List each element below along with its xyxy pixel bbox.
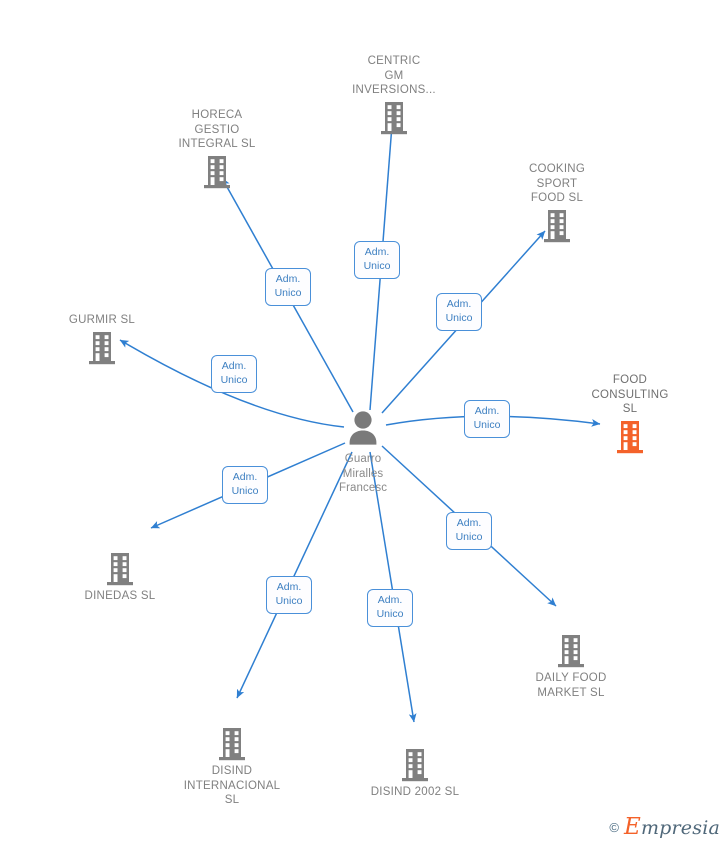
building-icon [137,155,297,189]
graph-node-label: DISIND INTERNACIONAL SL [183,765,281,807]
empresia-logo-text: Empresia [624,814,720,840]
building-icon [335,748,495,782]
graph-node-person-guarro-miralles-francesc[interactable]: Guarro Miralles Francesc [283,409,443,496]
edge-label-disind-2002-sl[interactable]: Adm. Unico [367,589,413,627]
building-icon [22,331,182,365]
graph-node-company-gurmir-sl[interactable]: GURMIR SL [22,313,182,365]
graph-node-label: DINEDAS SL [84,590,156,602]
person-icon [283,409,443,449]
building-icon-highlighted [550,420,710,454]
edge-label-disind-internacional-sl[interactable]: Adm. Unico [266,576,312,614]
graph-node-company-disind-internacional-sl[interactable]: DISIND INTERNACIONAL SL [152,727,312,808]
graph-node-company-disind-2002-sl[interactable]: DISIND 2002 SL [335,748,495,800]
edge-label-cooking-sport-food-sl[interactable]: Adm. Unico [436,293,482,331]
edge-label-gurmir-sl[interactable]: Adm. Unico [211,355,257,393]
copyright-symbol: © [609,819,619,835]
edge-label-food-consulting-sl[interactable]: Adm. Unico [464,400,510,438]
graph-edge-gurmir-sl[interactable] [119,339,345,428]
edge-label-dinedas-sl[interactable]: Adm. Unico [222,466,268,504]
building-icon [152,727,312,761]
graph-edge-disind-internacional-sl[interactable] [236,451,353,699]
building-icon [491,634,651,668]
edge-label-daily-food-market-sl[interactable]: Adm. Unico [446,512,492,550]
edge-label-horeca-gestio-integral-sl[interactable]: Adm. Unico [265,268,311,306]
graph-node-label: COOKING SPORT FOOD SL [528,163,586,205]
graph-node-company-horeca-gestio-integral-sl[interactable]: HORECA GESTIO INTEGRAL SL [137,108,297,189]
graph-node-label: DISIND 2002 SL [370,786,460,798]
graph-node-label: DAILY FOOD MARKET SL [535,672,607,699]
graph-node-label: HORECA GESTIO INTEGRAL SL [178,109,256,151]
graph-edge-disind-2002-sl[interactable] [369,451,417,723]
graph-node-company-cooking-sport-food-sl[interactable]: COOKING SPORT FOOD SL [477,162,637,243]
graph-node-label: FOOD CONSULTING SL [591,374,669,416]
graph-node-company-dinedas-sl[interactable]: DINEDAS SL [40,552,200,604]
graph-node-company-daily-food-market-sl[interactable]: DAILY FOOD MARKET SL [491,634,651,700]
graph-node-label: CENTRIC GM INVERSIONS... [352,55,436,97]
graph-node-company-centric-gm-inversions[interactable]: CENTRIC GM INVERSIONS... [314,54,474,135]
building-icon [314,101,474,135]
edge-label-centric-gm-inversions[interactable]: Adm. Unico [354,241,400,279]
empresia-logo-initial: E [623,814,641,840]
graph-node-company-food-consulting-sl[interactable]: FOOD CONSULTING SL [550,373,710,454]
graph-node-label: GURMIR SL [68,314,136,327]
empresia-logo-rest: mpresia [640,817,720,839]
building-icon [477,209,637,243]
graph-node-label: Guarro Miralles Francesc [338,453,388,495]
empresia-watermark: © Empresia [609,814,720,840]
building-icon [40,552,200,586]
